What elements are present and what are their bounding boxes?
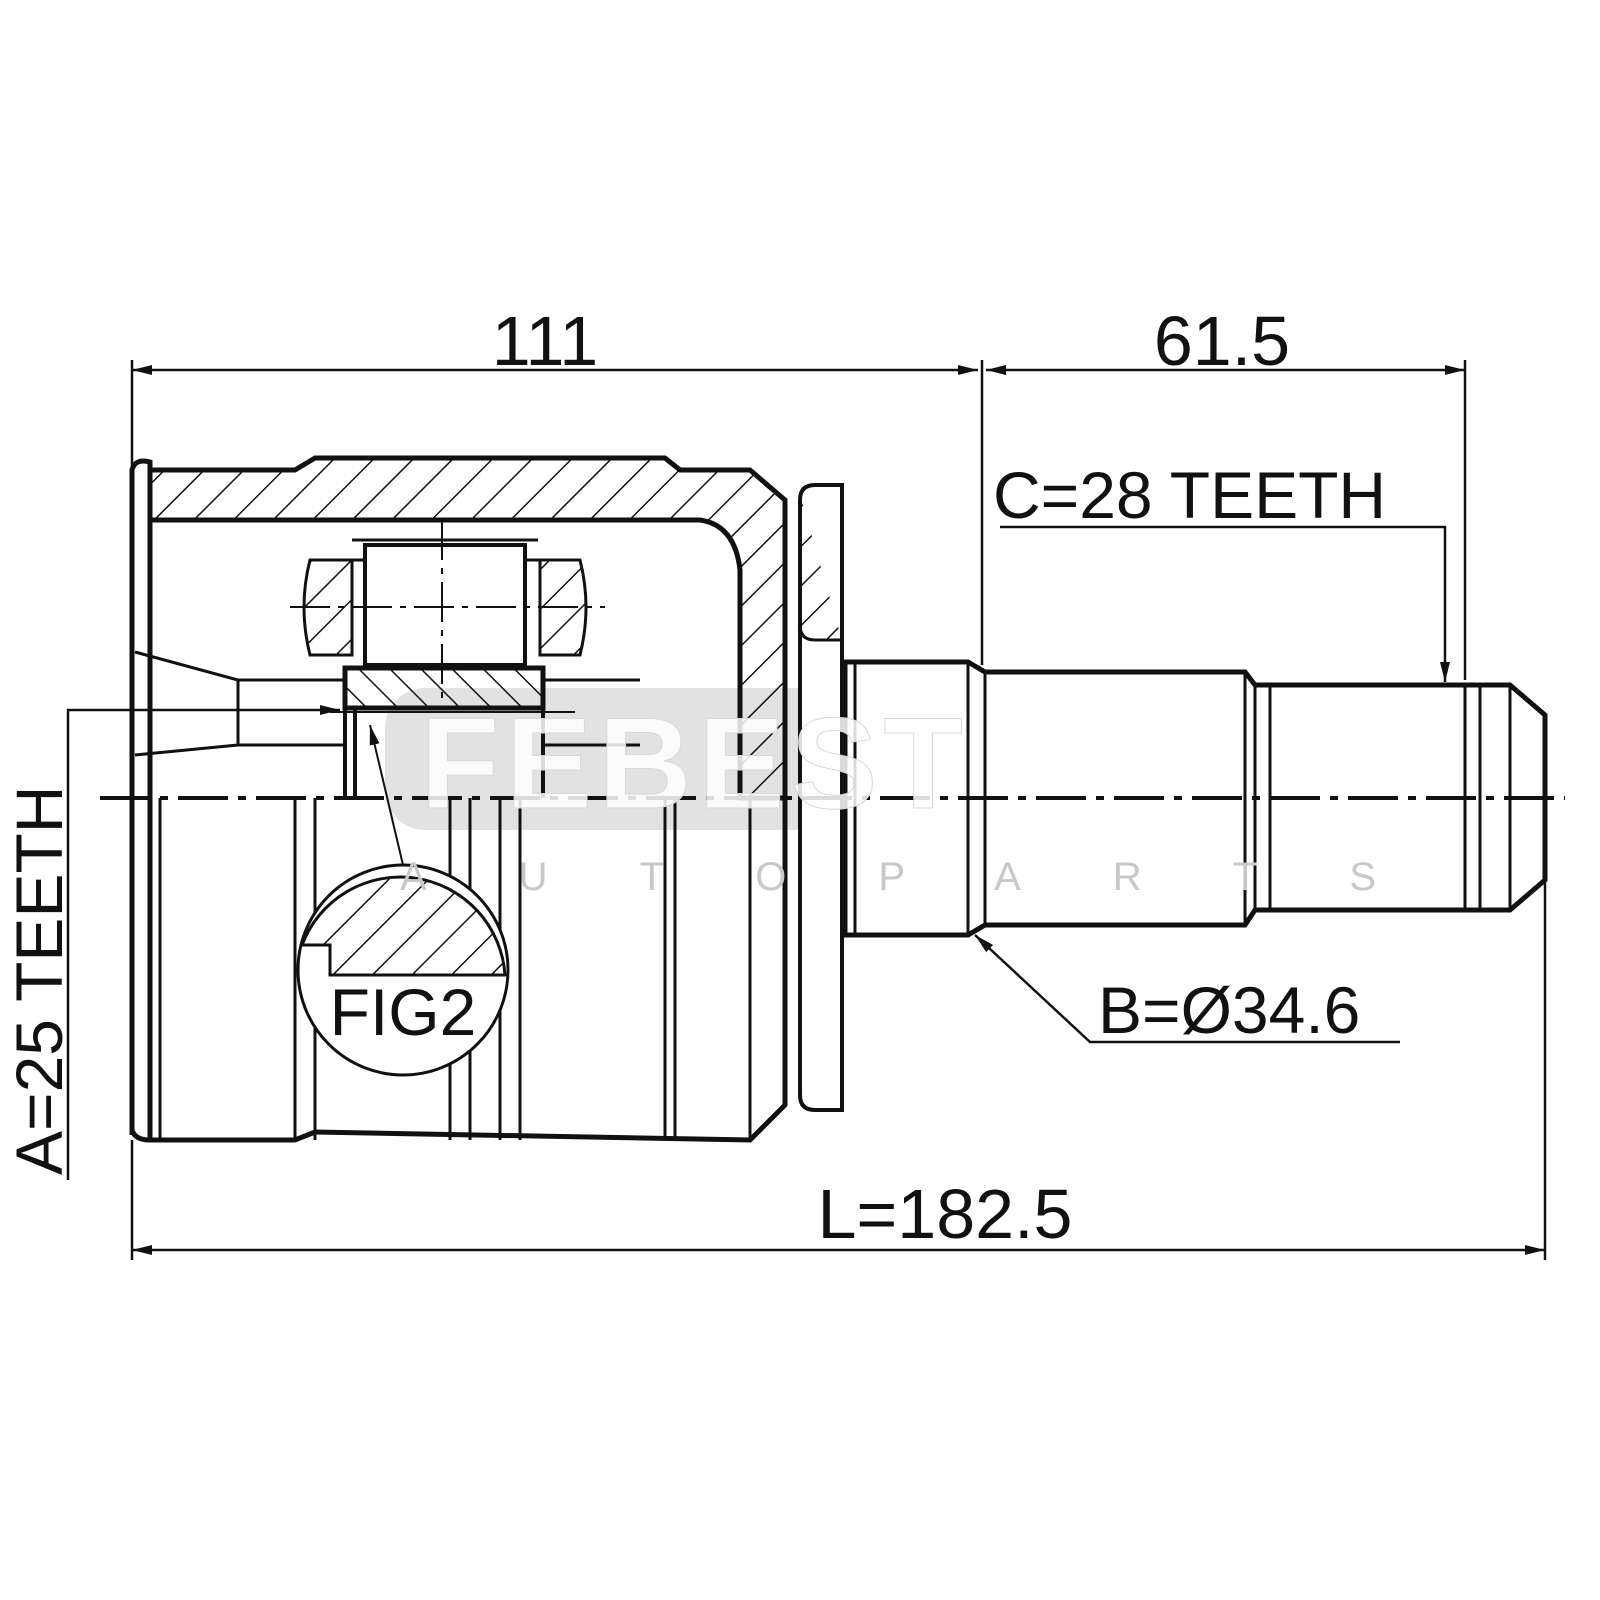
leader-a: [66, 705, 340, 1180]
watermark-brand: FEBEST: [420, 690, 969, 836]
dimensions: [66, 360, 1547, 1260]
fig2-detail: FIG2: [296, 724, 510, 1077]
dim-housing-length: 111: [492, 302, 598, 380]
boot-flange: [798, 483, 844, 1112]
label-inner-spline: A=25 TEETH: [2, 786, 76, 1175]
dim-overall-length: L=182.5: [818, 1175, 1073, 1253]
spider-hub-section: [342, 665, 546, 711]
dim-shaft-length: 61.5: [1154, 302, 1290, 380]
needle-bearing: [363, 543, 527, 667]
label-seal-diameter: B=Ø34.6: [1098, 973, 1360, 1047]
fig2-label: FIG2: [330, 975, 477, 1049]
leader-b: [974, 934, 1400, 1044]
label-outer-spline: C=28 TEETH: [993, 458, 1386, 532]
watermark-tagline: AUTOPARTS: [400, 855, 1468, 899]
leader-c: [1000, 525, 1450, 682]
housing-wall-section: [132, 455, 788, 801]
watermark: FEBEST AUTOPARTS: [400, 690, 1468, 900]
